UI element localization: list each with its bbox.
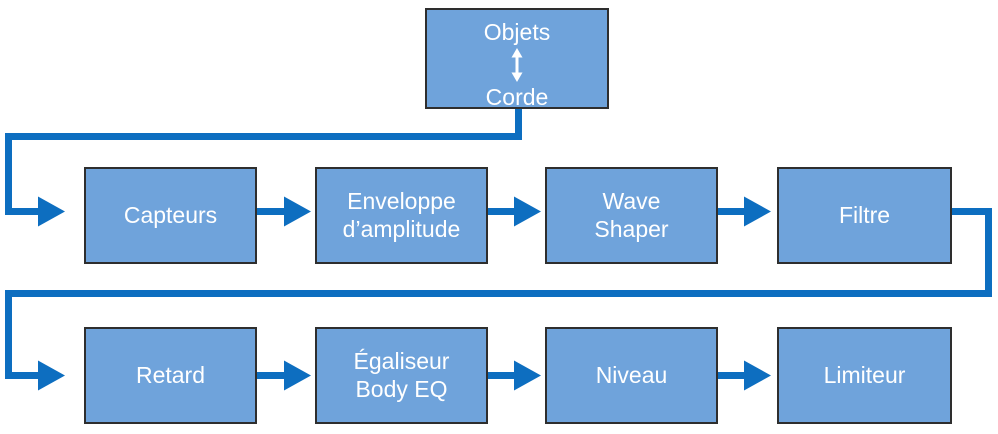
connector-capteurs-to-enveloppe (257, 196, 311, 227)
connector-enveloppe-to-waveshaper (488, 196, 541, 227)
node-label: Enveloppe d’amplitude (342, 188, 461, 242)
arrowhead-icon (744, 196, 771, 227)
arrowhead-icon (744, 360, 771, 391)
node-label-corde: Corde (485, 84, 549, 111)
arrowhead-icon (514, 360, 541, 391)
node-label: Retard (135, 361, 206, 388)
arrowhead-icon (514, 196, 541, 227)
node-filtre: Filtre (777, 167, 952, 264)
connector-retard-to-egaliseur (257, 360, 311, 391)
connector-waveshaper-to-filtre (718, 196, 771, 227)
node-niveau: Niveau (545, 327, 718, 424)
node-egaliseur-body-eq: Égaliseur Body EQ (315, 327, 488, 424)
connector-niveau-to-limiteur (718, 360, 771, 391)
node-objets-corde: Objets Corde (425, 8, 609, 111)
node-retard: Retard (84, 327, 257, 424)
node-label: Filtre (838, 201, 891, 228)
node-label: Capteurs (123, 201, 218, 228)
connector-filtre-to-retard (5, 208, 992, 391)
node-label: Limiteur (823, 361, 906, 388)
node-label: Niveau (595, 361, 668, 388)
arrowhead-icon (38, 196, 65, 227)
connector-egaliseur-to-niveau (488, 360, 541, 391)
node-enveloppe-amplitude: Enveloppe d’amplitude (315, 167, 488, 264)
node-limiteur: Limiteur (777, 327, 952, 424)
arrowhead-icon (284, 360, 311, 391)
node-label: Wave Shaper (594, 188, 669, 242)
bidirectional-arrow-icon (511, 48, 523, 83)
node-label: Égaliseur Body EQ (353, 348, 450, 402)
node-wave-shaper: Wave Shaper (545, 167, 718, 264)
arrowhead-icon (38, 360, 65, 391)
node-label-objets: Objets (483, 19, 551, 45)
connector-source-to-capteurs (5, 109, 522, 227)
node-capteurs: Capteurs (84, 167, 257, 264)
arrowhead-icon (284, 196, 311, 227)
